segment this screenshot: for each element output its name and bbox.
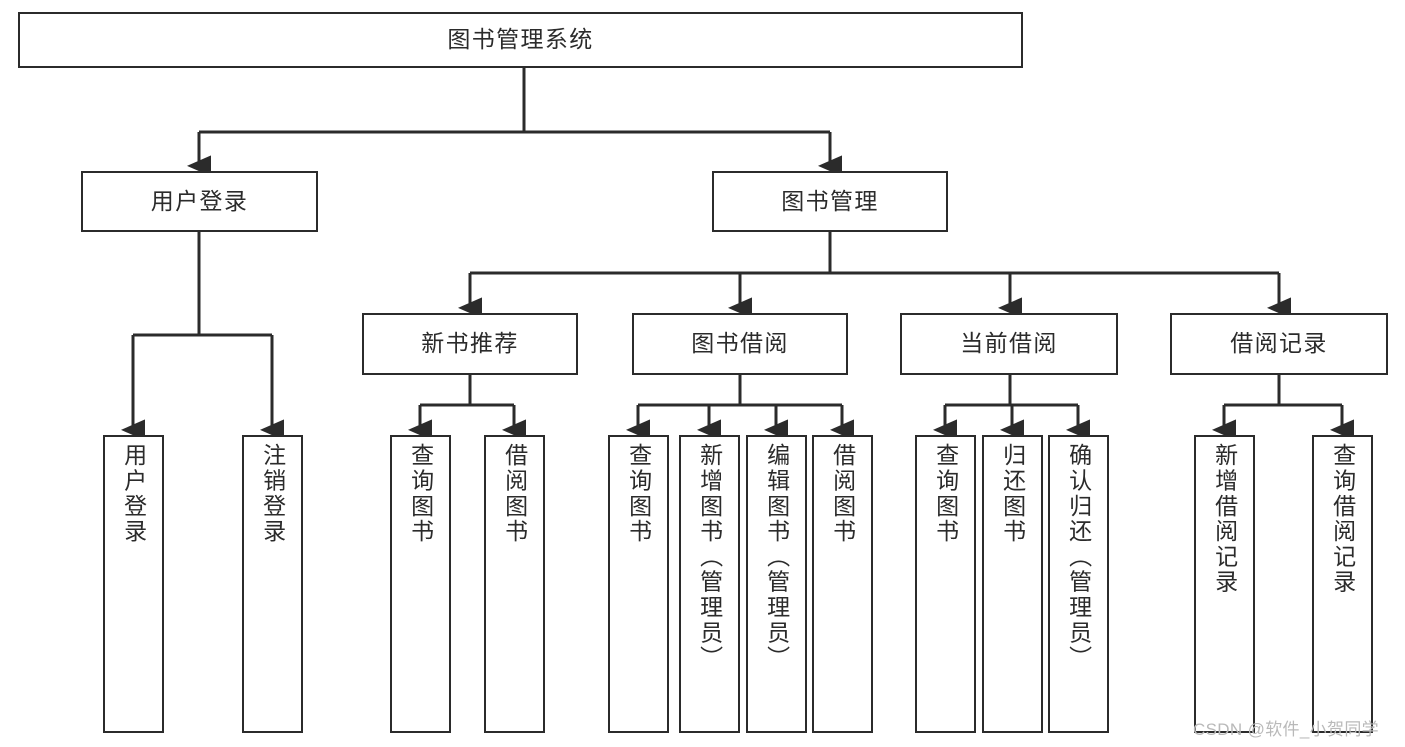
leaf-add-book-admin[interactable]: 新增图书（管理员） bbox=[679, 435, 740, 733]
leaf-add-borrow-record[interactable]: 新增借阅记录 bbox=[1194, 435, 1255, 733]
leaf-user-logout[interactable]: 注销登录 bbox=[242, 435, 303, 733]
node-label: 查询借阅记录 bbox=[1329, 443, 1356, 595]
leaf-query-books-current[interactable]: 查询图书 bbox=[915, 435, 976, 733]
leaf-query-books-new[interactable]: 查询图书 bbox=[390, 435, 451, 733]
node-label: 查询图书 bbox=[932, 443, 959, 545]
node-label: 新书推荐 bbox=[421, 330, 519, 357]
node-borrow-records[interactable]: 借阅记录 bbox=[1170, 313, 1388, 375]
node-label: 图书管理 bbox=[781, 187, 879, 214]
leaf-query-books-borrow[interactable]: 查询图书 bbox=[608, 435, 669, 733]
watermark-csdn: CSDN @软件_小贺同学 bbox=[1193, 720, 1380, 739]
leaf-query-borrow-record[interactable]: 查询借阅记录 bbox=[1312, 435, 1373, 733]
node-label: 新增借阅记录 bbox=[1211, 443, 1238, 595]
leaf-return-books[interactable]: 归还图书 bbox=[982, 435, 1043, 733]
node-label: 图书借阅 bbox=[691, 330, 789, 357]
node-label: 借阅图书 bbox=[501, 443, 528, 545]
node-label: 归还图书 bbox=[999, 443, 1026, 545]
node-label: 当前借阅 bbox=[960, 330, 1058, 357]
node-label: 新增图书（管理员） bbox=[696, 443, 723, 671]
leaf-borrow-books-new[interactable]: 借阅图书 bbox=[484, 435, 545, 733]
node-user-login[interactable]: 用户登录 bbox=[81, 171, 318, 232]
node-label: 查询图书 bbox=[625, 443, 652, 545]
node-label: 图书管理系统 bbox=[447, 26, 594, 53]
node-current-borrow[interactable]: 当前借阅 bbox=[900, 313, 1118, 375]
leaf-borrow-books[interactable]: 借阅图书 bbox=[812, 435, 873, 733]
leaf-confirm-return-admin[interactable]: 确认归还（管理员） bbox=[1048, 435, 1109, 733]
node-label: 查询图书 bbox=[407, 443, 434, 545]
node-label: 确认归还（管理员） bbox=[1065, 443, 1092, 671]
node-label: 注销登录 bbox=[259, 443, 286, 545]
node-label: 借阅记录 bbox=[1230, 330, 1328, 357]
leaf-user-login[interactable]: 用户登录 bbox=[103, 435, 164, 733]
node-label: 编辑图书（管理员） bbox=[763, 443, 790, 671]
node-label: 用户登录 bbox=[150, 187, 249, 214]
node-new-book-recommend[interactable]: 新书推荐 bbox=[362, 313, 578, 375]
leaf-edit-book-admin[interactable]: 编辑图书（管理员） bbox=[746, 435, 807, 733]
node-label: 借阅图书 bbox=[829, 443, 856, 545]
node-root[interactable]: 图书管理系统 bbox=[18, 12, 1023, 68]
node-book-borrow[interactable]: 图书借阅 bbox=[632, 313, 848, 375]
node-label: 用户登录 bbox=[120, 443, 147, 545]
node-book-management[interactable]: 图书管理 bbox=[712, 171, 948, 232]
